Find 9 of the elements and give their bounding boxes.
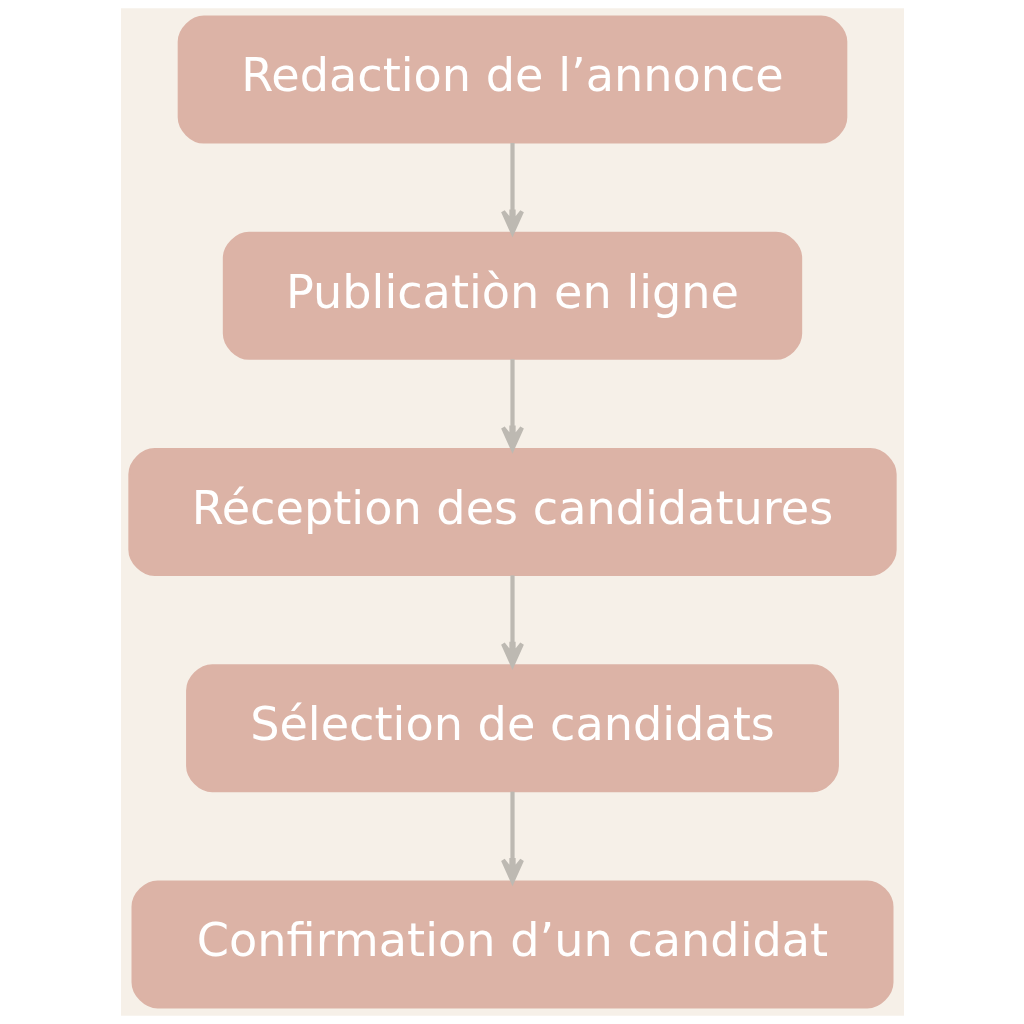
arrow bbox=[500, 575, 524, 668]
node-box: Redaction de l’annonce bbox=[177, 15, 847, 144]
arrow bbox=[500, 359, 524, 451]
node-box: Publicatiòn en ligne bbox=[222, 231, 802, 360]
arrow bbox=[500, 143, 524, 235]
arrow bbox=[500, 791, 524, 884]
node-box: Sélection de candidats bbox=[185, 664, 839, 793]
node-box: Confirmation d’un candidat bbox=[131, 880, 893, 1009]
node-box: Réception des candidatures bbox=[127, 447, 897, 577]
